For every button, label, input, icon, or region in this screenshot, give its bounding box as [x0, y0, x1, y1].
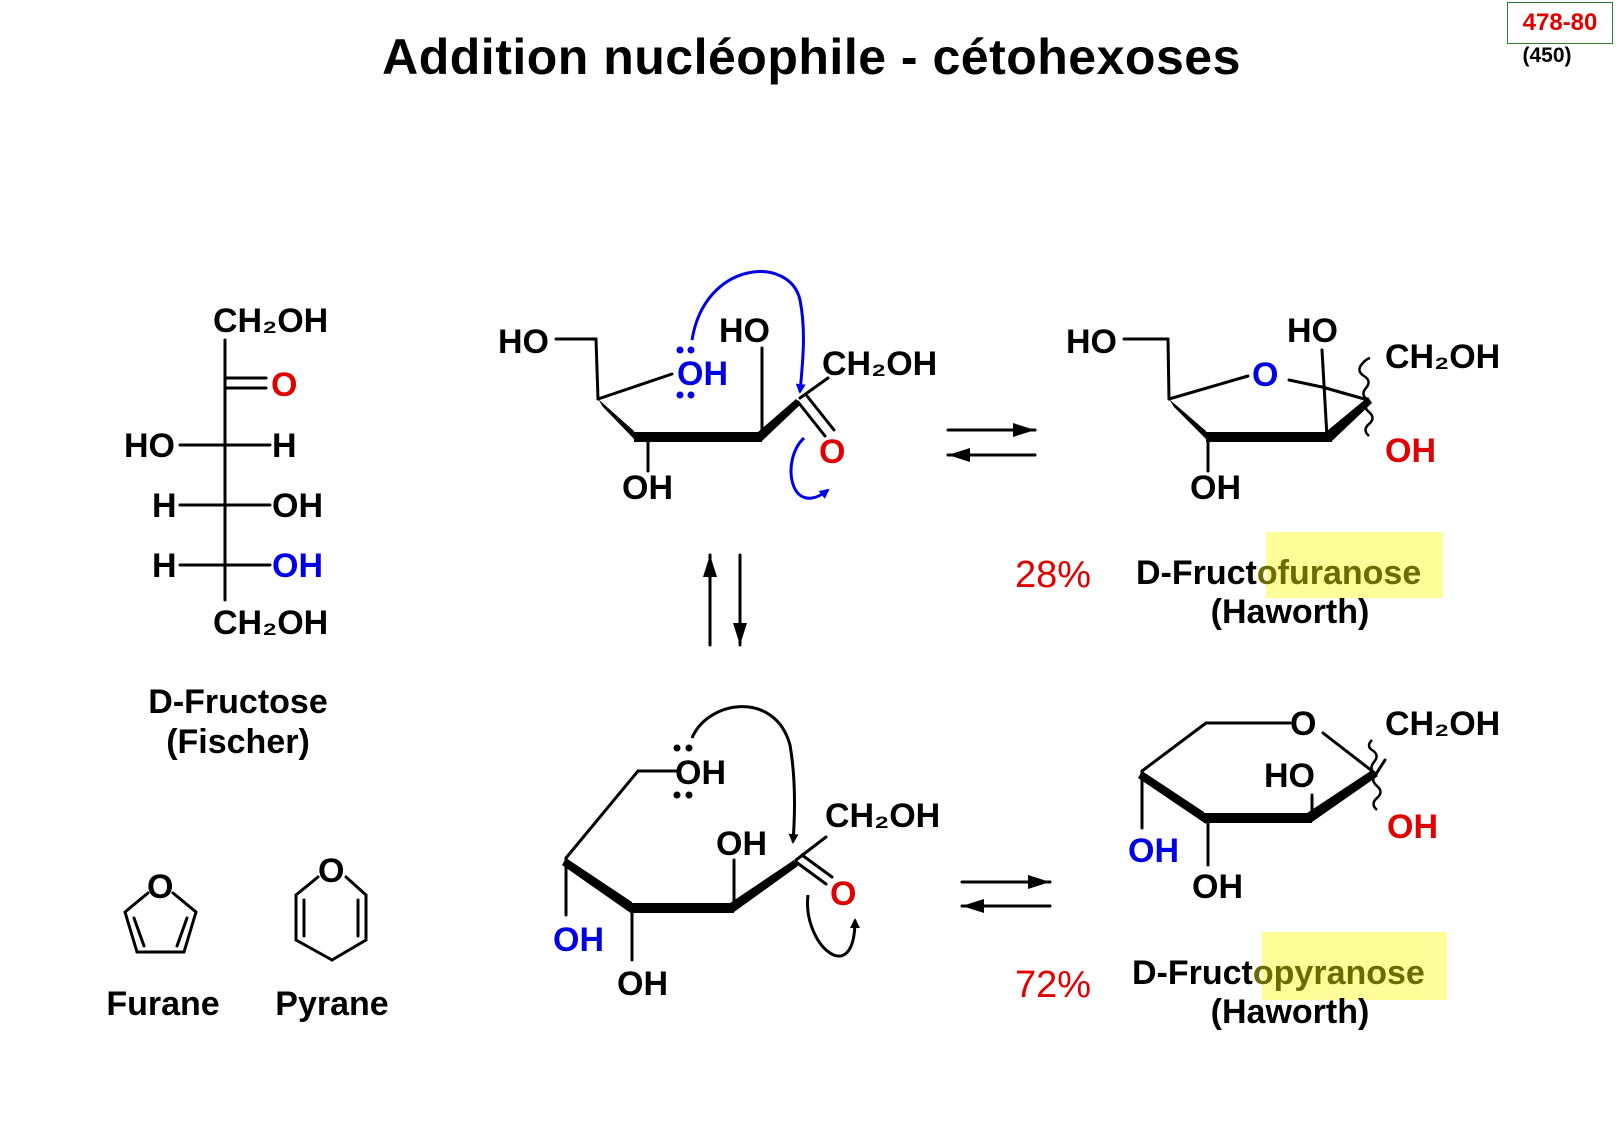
open-top-ho-left: HO — [498, 323, 549, 361]
furanose-name: D-Fructofuranose — [1136, 554, 1421, 592]
fischer-row1-right: H — [272, 427, 297, 465]
furanose-ho-top: HO — [1287, 312, 1338, 350]
open-bottom-carbonyl-o: O — [830, 875, 856, 913]
open-bottom-oh-bottom: OH — [617, 965, 668, 1003]
open-chain-furanose-precursor: HO OH HO CH₂OH O OH — [498, 270, 937, 507]
equilibrium-arrows-bottom[interactable] — [960, 875, 1052, 913]
pyranose-oh-anomeric: OH — [1387, 808, 1438, 846]
open-bottom-oh-left: OH — [553, 921, 604, 959]
pyranose-oh-bottom: OH — [1192, 868, 1243, 906]
furane-name: Furane — [106, 985, 219, 1023]
open-chain-pyranose-precursor: OH CH₂OH OH O OH OH — [553, 705, 940, 1003]
fischer-top-ch2oh: CH₂OH — [213, 302, 328, 340]
open-bottom-ch2oh: CH₂OH — [825, 797, 940, 835]
pyranose-ch2oh: CH₂OH — [1385, 705, 1500, 743]
furanose-ho-left: HO — [1066, 323, 1117, 361]
open-top-oh-attack: OH — [677, 355, 728, 393]
fischer-projection-label: (Fischer) — [166, 723, 310, 761]
pyranose-projection-label: (Haworth) — [1211, 993, 1370, 1031]
furane-o: O — [147, 868, 173, 906]
pyranose-ho-mid: HO — [1264, 757, 1315, 795]
equilibrium-arrows-vertical[interactable] — [703, 553, 747, 647]
furanose-oh-anomeric: OH — [1385, 432, 1436, 470]
fischer-carbonyl-o: O — [271, 366, 297, 404]
open-top-carbonyl-o: O — [819, 433, 845, 471]
open-bottom-oh-attack: OH — [675, 754, 726, 792]
fischer-row2-left: H — [152, 487, 177, 525]
furanose-percent: 28% — [1015, 554, 1091, 596]
slide-sub-number: (450) — [1522, 44, 1572, 67]
furanose-structure: HO O HO CH₂OH OH OH 28% D-Fructofuranose… — [1015, 312, 1500, 631]
open-bottom-oh-top: OH — [716, 825, 767, 863]
furane-structure: O Furane — [106, 868, 219, 1023]
open-top-ch2oh: CH₂OH — [822, 345, 937, 383]
pyranose-name: D-Fructopyranose — [1132, 954, 1425, 992]
open-top-ho-top: HO — [719, 312, 770, 350]
page-title: Addition nucléophile - cétohexoses — [382, 29, 1241, 85]
furanose-highlight — [1266, 532, 1443, 598]
pyrane-structure: O Pyrane — [275, 852, 388, 1023]
fischer-row1-left: HO — [124, 427, 175, 465]
open-top-oh-bottom: OH — [622, 469, 673, 507]
slide-code-badge: 478-80 — [1507, 2, 1613, 44]
pyranose-highlight — [1262, 932, 1447, 1000]
pyranose-oh-left: OH — [1128, 832, 1179, 870]
pyrane-o: O — [318, 852, 344, 890]
fischer-projection: CH₂OH O HO H H OH H OH CH₂OH D-Fructose … — [124, 302, 328, 761]
equilibrium-arrows-top[interactable] — [946, 423, 1037, 462]
furanose-oh-bottom: OH — [1190, 469, 1241, 507]
furanose-projection-label: (Haworth) — [1211, 593, 1370, 631]
fischer-row2-right: OH — [272, 487, 323, 525]
fischer-row3-left: H — [152, 547, 177, 585]
fischer-row3-right: OH — [272, 547, 323, 585]
pyranose-percent: 72% — [1015, 964, 1091, 1006]
fischer-name: D-Fructose — [148, 683, 327, 721]
furanose-ch2oh: CH₂OH — [1385, 338, 1500, 376]
pyrane-name: Pyrane — [275, 985, 388, 1023]
fischer-bottom-ch2oh: CH₂OH — [213, 604, 328, 642]
pyranose-ring-o: O — [1290, 705, 1316, 743]
pyranose-structure: O CH₂OH HO OH OH OH 72% D-Fructopyranose… — [1015, 705, 1500, 1031]
furanose-ring-o: O — [1252, 356, 1278, 394]
